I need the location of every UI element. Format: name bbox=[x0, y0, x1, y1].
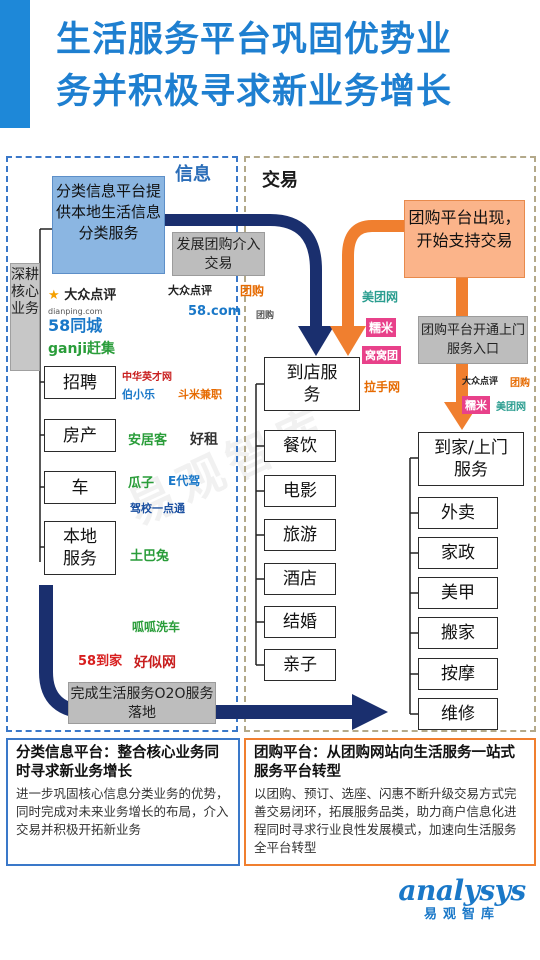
classified-summary-title: 分类信息平台：整合核心业务同时寻求新业务增长 bbox=[16, 745, 219, 780]
brand-sub-text: 易观智库 bbox=[423, 907, 500, 922]
category-car: 车 bbox=[44, 471, 116, 504]
store-item-movie: 电影 bbox=[264, 475, 336, 507]
classified-summary-text: 进一步巩固核心信息分类业务的优势，同时完成对未来业务增长的布局，介入交易并积极开… bbox=[16, 786, 229, 837]
guagua-logo: 呱呱洗车 bbox=[132, 620, 181, 634]
guazi-logo: 瓜子 bbox=[128, 476, 155, 491]
category-local-service: 本地服务 bbox=[44, 521, 116, 575]
title-line-2: 务并积极寻求新业务增长 bbox=[56, 72, 453, 112]
trade-panel-label: 交易 bbox=[262, 170, 298, 191]
home-nuomi-logo: 糯米 bbox=[462, 396, 490, 414]
trade-tuangou-logo: 团购 bbox=[240, 284, 265, 298]
wowotuan-logo: 窝窝团 bbox=[362, 346, 401, 364]
meituan-logo: 美团网 bbox=[362, 290, 399, 304]
haosi-logo: 好似网 bbox=[134, 655, 176, 671]
home-meituan-logo: 美团网 bbox=[496, 402, 526, 413]
tubatu-logo: 土巴兔 bbox=[130, 549, 170, 564]
haozu-logo: 好租 bbox=[190, 432, 218, 448]
jiaxiao-logo: 驾校一点通 bbox=[130, 502, 185, 515]
classified-info-box: 分类信息平台提供本地生活信息分类服务 bbox=[52, 176, 165, 274]
anjuke-logo: 安居客 bbox=[128, 433, 168, 448]
brand-logo: analysys 易观智库 bbox=[392, 874, 532, 922]
home-item-massage: 按摩 bbox=[418, 658, 498, 690]
chinahr-logo: 中华英才网 bbox=[122, 372, 172, 383]
58daojia-logo: 58到家 bbox=[78, 654, 123, 669]
store-item-dining: 餐饮 bbox=[264, 430, 336, 462]
groupbuy-summary-text: 以团购、预订、选座、闪惠不断升级交易方式完善交易闭环，拓展服务品类，助力商户信息… bbox=[254, 786, 517, 855]
groupbuy-summary-box: 团购平台：从团购网站向生活服务一站式服务平台转型 以团购、预订、选座、闪惠不断升… bbox=[244, 738, 536, 866]
page-title: 生活服务平台巩固优势业 务并积极寻求新业务增长 bbox=[56, 14, 526, 118]
home-service-box: 到家/上门服务 bbox=[418, 432, 524, 486]
trade-58-logo: 58.com bbox=[188, 304, 242, 319]
home-item-housekeeping: 家政 bbox=[418, 537, 498, 569]
home-item-moving: 搬家 bbox=[418, 617, 498, 649]
doumi-logo: 斗米兼职 bbox=[178, 388, 222, 401]
category-house: 房产 bbox=[44, 419, 116, 452]
core-business-label: 深耕核心业务 bbox=[10, 263, 40, 371]
home-tuangou-logo: 团购 bbox=[510, 378, 530, 389]
o2o-note: 完成生活服务O2O服务落地 bbox=[68, 682, 216, 724]
home-item-takeout: 外卖 bbox=[418, 497, 498, 529]
edaijia-logo: E代驾 bbox=[168, 474, 201, 488]
title-line-1: 生活服务平台巩固优势业 bbox=[56, 20, 453, 60]
home-item-repair: 维修 bbox=[418, 698, 498, 730]
lashou-logo: 拉手网 bbox=[364, 380, 401, 394]
nuomi-logo: 糯米 bbox=[366, 318, 397, 337]
home-dianping-logo: 大众点评 bbox=[462, 377, 499, 387]
store-item-parenting: 亲子 bbox=[264, 649, 336, 681]
store-item-wedding: 结婚 bbox=[264, 606, 336, 638]
brand-main-text: analysys bbox=[398, 874, 526, 907]
in-store-service-box: 到店服务 bbox=[264, 357, 360, 411]
info-panel bbox=[6, 156, 238, 732]
store-item-travel: 旅游 bbox=[264, 519, 336, 551]
groupbuy-door-note: 团购平台开通上门服务入口 bbox=[418, 316, 528, 364]
groupbuy-summary-title: 团购平台：从团购网站向生活服务一站式服务平台转型 bbox=[254, 745, 515, 780]
ganji-logo: ganji赶集 bbox=[48, 341, 116, 357]
trade-dianping-logo: 大众点评 bbox=[168, 284, 212, 297]
store-item-hotel: 酒店 bbox=[264, 563, 336, 595]
trade-tuangou2-logo: 团购 bbox=[256, 311, 275, 321]
dev-groupbuy-note: 发展团购介入交易 bbox=[172, 232, 265, 276]
groupbuy-platform-box: 团购平台出现，开始支持交易 bbox=[404, 200, 525, 278]
title-accent-bar bbox=[0, 0, 30, 128]
58-logo: 58同城 bbox=[48, 316, 103, 335]
category-recruit: 招聘 bbox=[44, 366, 116, 399]
bole-logo: 伯小乐 bbox=[122, 388, 155, 401]
trade-panel bbox=[244, 156, 536, 732]
classified-summary-box: 分类信息平台：整合核心业务同时寻求新业务增长 进一步巩固核心信息分类业务的优势，… bbox=[6, 738, 240, 866]
home-item-manicure: 美甲 bbox=[418, 577, 498, 609]
info-panel-label: 信息 bbox=[175, 164, 211, 185]
